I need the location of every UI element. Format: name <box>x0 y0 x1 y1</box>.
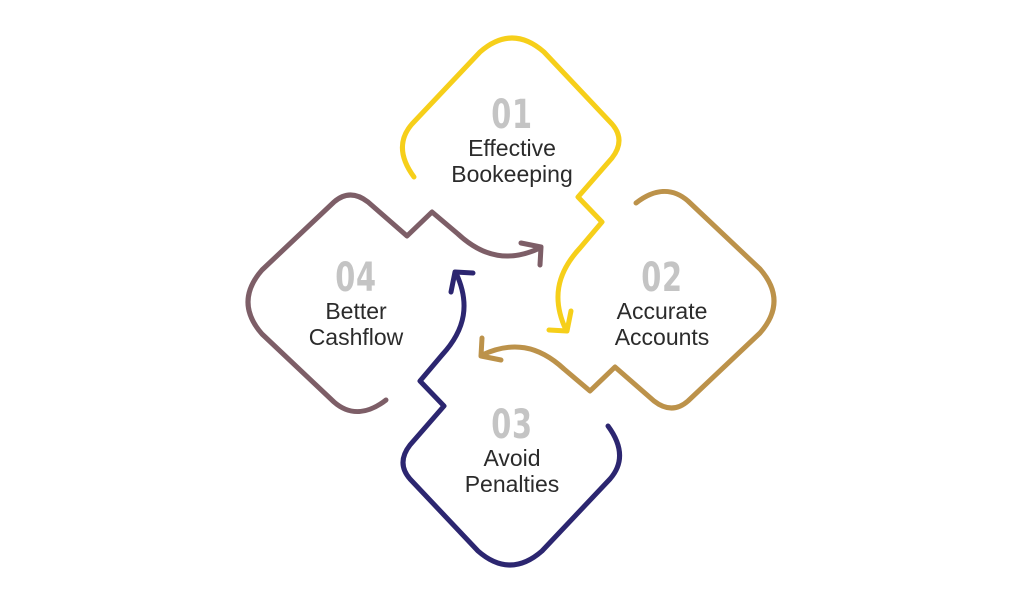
step-01-number: 01 <box>491 92 533 138</box>
step-04-label-line1: Better <box>325 298 387 324</box>
step-04-number: 04 <box>335 255 377 301</box>
step-01-label-line2: Bookeeping <box>451 161 573 187</box>
step-02-label-line1: Accurate <box>616 298 708 324</box>
step-01-label-line1: Effective <box>468 135 556 161</box>
step-01: 01 Effective Bookeeping <box>412 95 612 187</box>
step-03-path <box>400 270 622 568</box>
step-04-arrowhead <box>518 240 544 268</box>
step-04-label-line2: Cashflow <box>308 324 404 350</box>
step-02-arrowhead <box>478 335 504 363</box>
step-04: 04 Better Cashflow <box>256 258 456 350</box>
step-03-number: 03 <box>491 402 533 448</box>
step-01-arrowhead <box>546 308 574 334</box>
step-03: 03 Avoid Penalties <box>412 405 612 497</box>
step-02-number: 02 <box>641 255 683 301</box>
step-02-label-line2: Accounts <box>614 324 710 350</box>
step-01-path <box>400 35 622 333</box>
step-02: 02 Accurate Accounts <box>562 258 762 350</box>
step-04-path <box>245 192 543 414</box>
step-02-path <box>479 189 777 411</box>
step-03-arrowhead <box>448 269 476 295</box>
step-03-label-line1: Avoid <box>483 445 541 471</box>
step-03-label-line2: Penalties <box>464 471 560 497</box>
